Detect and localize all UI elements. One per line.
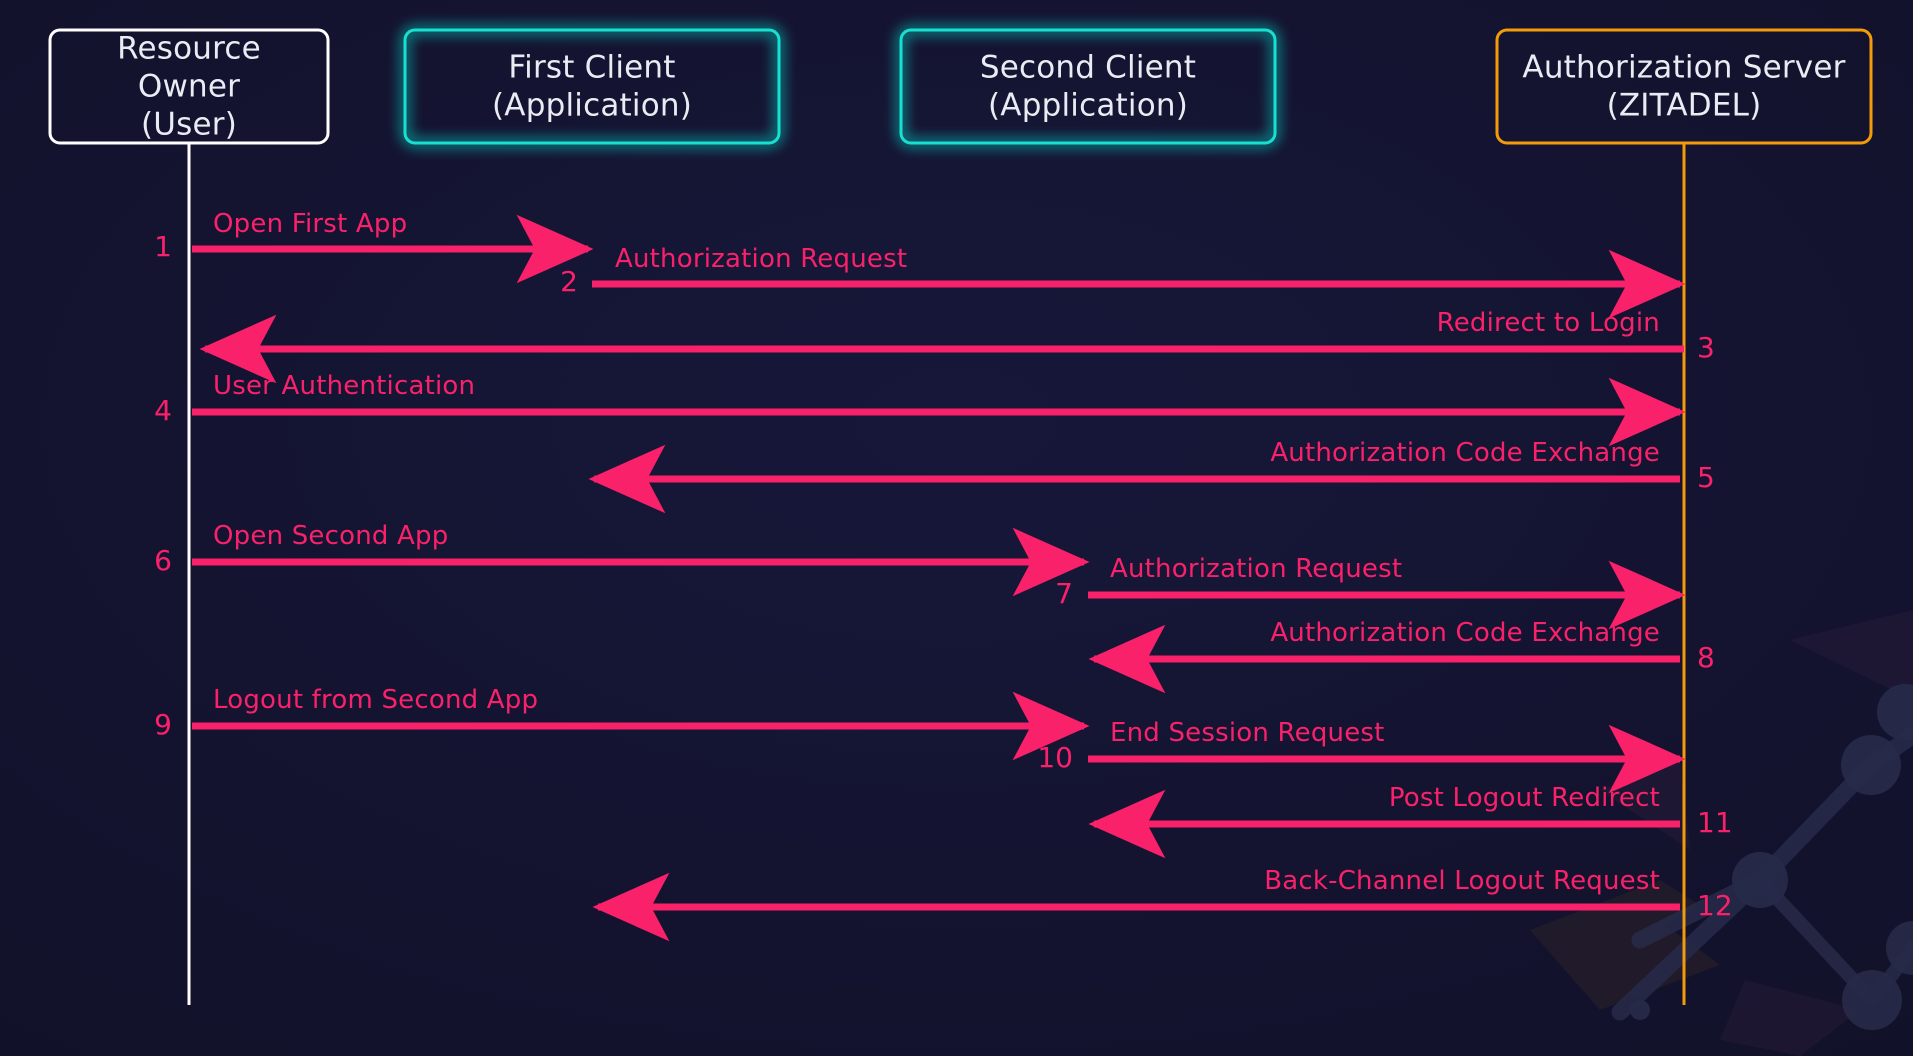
message-2[interactable]: 2 Authorization Request <box>560 244 1686 319</box>
participant-label-resource-owner: Owner <box>138 69 240 105</box>
message-label-6: Open Second App <box>213 521 448 551</box>
message-3[interactable]: 3 Redirect to Login <box>199 308 1715 384</box>
message-label-12: Back-Channel Logout Request <box>1264 866 1660 896</box>
message-label-4: User Authentication <box>213 371 475 401</box>
message-label-5: Authorization Code Exchange <box>1270 438 1660 468</box>
message-label-3: Redirect to Login <box>1437 308 1660 338</box>
message-8[interactable]: 8 Authorization Code Exchange <box>1088 618 1715 694</box>
message-number-4: 4 <box>154 394 172 427</box>
participant-label-authorization-server: (ZITADEL) <box>1607 88 1762 124</box>
message-number-12: 12 <box>1697 889 1733 922</box>
participant-label-resource-owner: (User) <box>141 107 237 143</box>
message-label-10: End Session Request <box>1110 718 1385 748</box>
message-number-2: 2 <box>560 265 578 298</box>
message-label-1: Open First App <box>213 209 407 239</box>
message-4[interactable]: 4 User Authentication <box>154 371 1686 447</box>
participant-authorization-server: Authorization Server(ZITADEL) <box>1495 28 1873 1005</box>
message-11[interactable]: 11 Post Logout Redirect <box>1088 783 1733 859</box>
message-number-5: 5 <box>1697 461 1715 494</box>
participant-second-client: Second Client(Application) <box>899 28 1277 1005</box>
message-label-9: Logout from Second App <box>213 685 538 715</box>
message-number-7: 7 <box>1055 577 1073 610</box>
message-1[interactable]: 1 Open First App <box>154 209 594 284</box>
message-6[interactable]: 6 Open Second App <box>154 521 1090 597</box>
message-label-2: Authorization Request <box>615 244 907 274</box>
message-9[interactable]: 9 Logout from Second App <box>154 685 1090 761</box>
message-number-9: 9 <box>154 708 172 741</box>
message-7[interactable]: 7 Authorization Request <box>1055 554 1686 630</box>
participant-box-resource-owner[interactable] <box>48 28 330 145</box>
message-5[interactable]: 5 Authorization Code Exchange <box>588 438 1715 514</box>
message-number-1: 1 <box>154 230 172 263</box>
message-12[interactable]: 12 Back-Channel Logout Request <box>592 866 1733 942</box>
participant-label-authorization-server: Authorization Server <box>1522 50 1845 86</box>
message-label-11: Post Logout Redirect <box>1389 783 1660 813</box>
message-label-8: Authorization Code Exchange <box>1270 618 1660 648</box>
message-number-11: 11 <box>1697 806 1733 839</box>
participant-box-second-client[interactable] <box>899 28 1277 145</box>
participant-label-second-client: Second Client <box>980 50 1196 86</box>
message-number-6: 6 <box>154 544 172 577</box>
participant-label-first-client: (Application) <box>492 88 692 124</box>
message-label-7: Authorization Request <box>1110 554 1402 584</box>
participant-label-second-client: (Application) <box>988 88 1188 124</box>
message-number-8: 8 <box>1697 641 1715 674</box>
participant-box-first-client[interactable] <box>403 28 781 145</box>
message-10[interactable]: 10 End Session Request <box>1037 718 1686 794</box>
participant-label-first-client: First Client <box>508 50 675 86</box>
message-number-3: 3 <box>1697 331 1715 364</box>
message-number-10: 10 <box>1037 741 1073 774</box>
participant-box-authorization-server[interactable] <box>1495 28 1873 145</box>
participant-label-resource-owner: Resource <box>117 31 261 67</box>
